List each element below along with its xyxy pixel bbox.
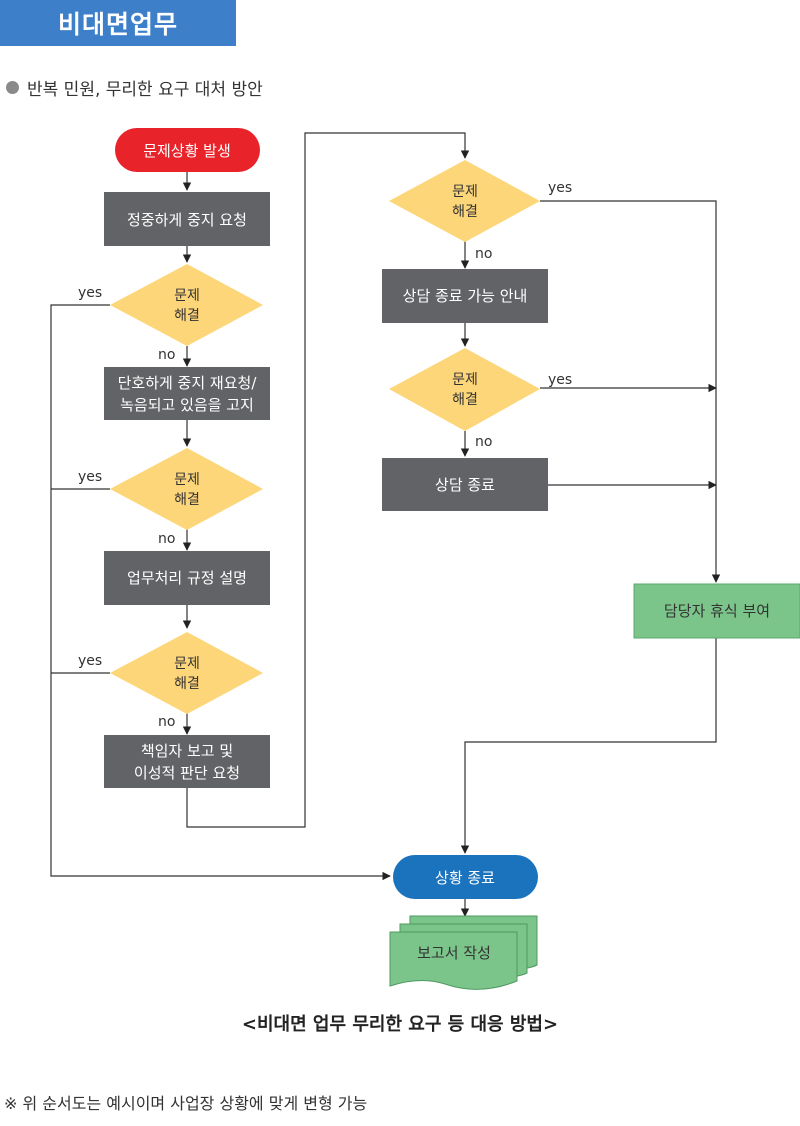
report-document [389, 915, 538, 990]
decision-3-line2: 해결 [174, 676, 200, 692]
section-title: 반복 민원, 무리한 요구 대처 방안 [27, 79, 263, 100]
decision-1 [110, 264, 263, 346]
step-polite-request-label: 정중하게 중지 요청 [127, 211, 247, 229]
decision-3-line1: 문제 [174, 656, 200, 672]
step-end-possible-notice-label: 상담 종료 가능 안내 [403, 287, 528, 305]
yes-label-2: yes [78, 469, 102, 485]
step-staff-rest-label: 담당자 휴식 부여 [664, 602, 770, 620]
start-terminal [115, 128, 260, 172]
yes-label-1: yes [78, 285, 102, 301]
step-explain-rules-label: 업무처리 규정 설명 [127, 569, 247, 587]
yes-label-4: yes [548, 180, 572, 196]
report-label: 보고서 작성 [417, 944, 491, 962]
diagram-caption: <비대면 업무 무리한 요구 등 대응 방법> [241, 1014, 559, 1035]
no-label-2: no [158, 531, 175, 547]
step-report-manager [104, 735, 270, 788]
no-label-3: no [158, 714, 175, 730]
decision-5-line1: 문제 [452, 372, 478, 388]
section-heading: 반복 민원, 무리한 요구 대처 방안 [6, 76, 263, 100]
step-report-manager-line1: 책임자 보고 및 [141, 742, 233, 760]
decision-2-line1: 문제 [174, 472, 200, 488]
step-firm-request-line2: 녹음되고 있음을 고지 [120, 396, 254, 414]
bullet-icon [6, 80, 19, 94]
decision-1-line1: 문제 [174, 288, 200, 304]
step-end-possible-notice [382, 269, 548, 323]
end-terminal [393, 855, 538, 899]
step-staff-rest [633, 583, 800, 639]
step-firm-request-line1: 단호하게 중지 재요청/ [118, 374, 258, 392]
step-polite-request [104, 192, 270, 246]
yes-label-3: yes [78, 653, 102, 669]
end-label: 상황 종료 [435, 869, 495, 887]
decision-5 [389, 348, 540, 431]
decision-3 [110, 632, 263, 714]
connectors [50, 132, 721, 917]
step-end-call-label: 상담 종료 [435, 476, 495, 494]
header-tab: 비대면업무 [0, 0, 236, 46]
decision-1-line2: 해결 [174, 308, 200, 324]
decision-2 [110, 448, 263, 530]
step-firm-request [104, 367, 270, 420]
decision-2-line2: 해결 [174, 492, 200, 508]
decision-5-line2: 해결 [452, 392, 478, 408]
header-title: 비대면업무 [57, 10, 178, 39]
decision-4 [389, 160, 540, 242]
no-label-4: no [475, 246, 492, 262]
no-label-1: no [158, 347, 175, 363]
step-report-manager-line2: 이성적 판단 요청 [134, 764, 240, 782]
decision-4-line2: 해결 [452, 204, 478, 220]
no-label-5: no [475, 434, 492, 450]
footnote: ※ 위 순서도는 예시이며 사업장 상황에 맞게 변형 가능 [4, 1094, 368, 1113]
decision-4-line1: 문제 [452, 184, 478, 200]
step-end-call [382, 458, 548, 511]
start-label: 문제상황 발생 [143, 142, 231, 160]
yes-label-5: yes [548, 372, 572, 388]
step-explain-rules [104, 551, 270, 605]
